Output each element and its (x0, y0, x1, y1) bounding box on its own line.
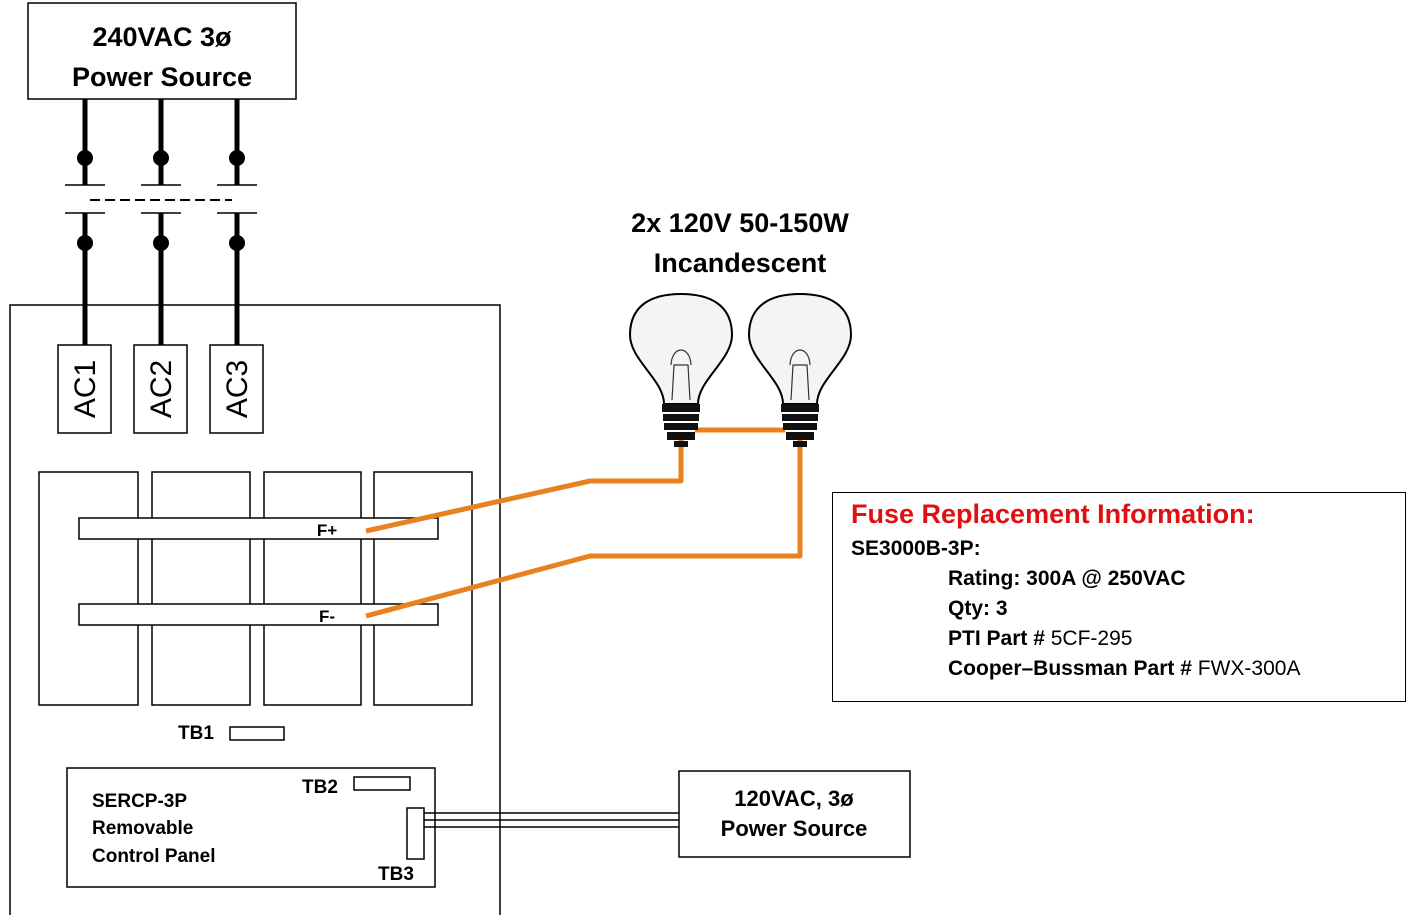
inverter-enclosure (9, 304, 501, 915)
fuse-info-pti-value: 5CF-295 (1050, 627, 1133, 650)
fuse-info-rating-text: Rating: 300A @ 250VAC (948, 567, 1186, 590)
fuse-info-qty-text: Qty: 3 (948, 597, 1008, 620)
terminal-ac3 (209, 344, 264, 434)
incandescent-bulb-icon (747, 292, 853, 447)
tb3-block (406, 807, 425, 860)
tb3-label: TB3 (378, 864, 414, 885)
fuse-bar-plus (78, 517, 439, 540)
lamp-caption-line2: Incandescent (654, 248, 827, 278)
power-source-240-line1: 240VAC 3ø (92, 22, 232, 52)
power-source-120-line1: 120VAC, 3ø (734, 786, 854, 811)
power-source-240-line2: Power Source (72, 62, 252, 92)
fuse-minus-label: F- (319, 607, 335, 626)
terminal-ac2-label: AC2 (145, 360, 178, 418)
fuse-info-qty: Qty: 3 (948, 597, 1008, 621)
fuse-info-model: SE3000B-3P: (851, 537, 981, 561)
fuse-info-cooper-value: FWX-300A (1197, 657, 1301, 680)
lamp-test-wires (365, 427, 803, 619)
control-power-wires (424, 812, 679, 828)
power-source-120-line2: Power Source (721, 816, 868, 841)
fuse-info-model-text: SE3000B-3P: (851, 537, 981, 560)
fuse-info-pti-label: PTI Part # (948, 627, 1045, 650)
fuse-plus-label: F+ (317, 521, 337, 540)
fuse-info-cooper-label: Cooper–Bussman Part # (948, 657, 1192, 680)
terminal-ac3-label: AC3 (221, 360, 254, 418)
tb1-block (229, 726, 285, 741)
connection-dots (77, 150, 245, 251)
power-source-240-box (27, 2, 297, 100)
control-panel-line1: SERCP-3P (92, 791, 187, 812)
terminal-ac2 (133, 344, 188, 434)
incandescent-bulb-icon (628, 292, 734, 447)
fuse-bar-minus (78, 603, 439, 626)
fuse-modules (38, 471, 473, 706)
lamp-caption-line1: 2x 120V 50-150W (631, 208, 849, 238)
fuse-info-cooper: Cooper–Bussman Part # FWX-300A (948, 657, 1300, 681)
tb2-label: TB2 (302, 777, 338, 798)
terminal-ac1-label: AC1 (69, 360, 102, 418)
terminal-ac1 (57, 344, 112, 434)
fuse-info-box: Fuse Replacement Information: SE3000B-3P… (832, 492, 1406, 702)
fuse-info-pti: PTI Part # 5CF-295 (948, 627, 1132, 651)
control-panel-line3: Control Panel (92, 846, 216, 867)
control-panel-line2: Removable (92, 818, 193, 839)
disconnect-switch (65, 99, 257, 345)
tb2-block (353, 776, 411, 791)
power-source-120-box (678, 770, 911, 858)
fuse-info-title: Fuse Replacement Information: (851, 499, 1255, 529)
fuse-info-rating: Rating: 300A @ 250VAC (948, 567, 1186, 591)
tb1-label: TB1 (178, 723, 214, 744)
